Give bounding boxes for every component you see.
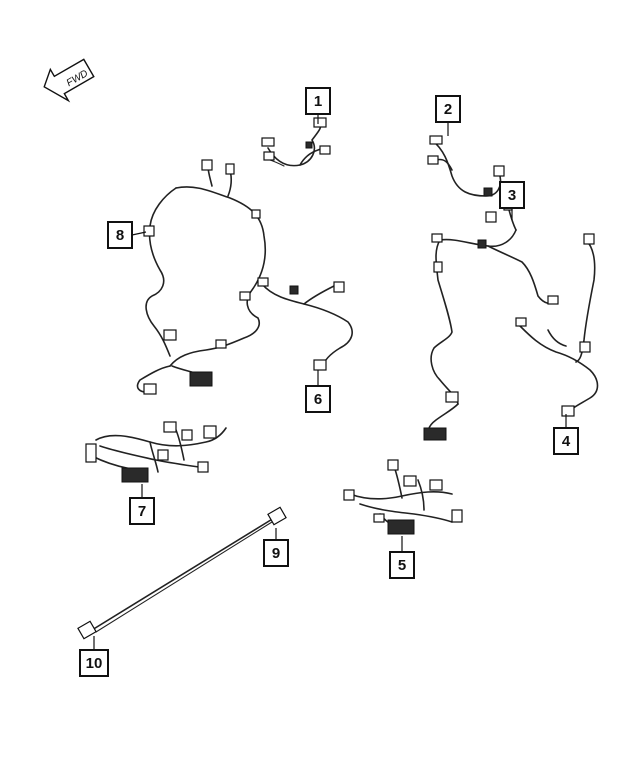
callout-3: 3 [499,181,525,220]
callout-5: 5 [389,536,415,579]
callout-8-label: 8 [116,227,124,244]
callout-5-label: 5 [398,557,406,574]
forward-arrow-icon [43,58,95,103]
callout-4: 4 [553,414,579,455]
callout-4-label: 4 [562,433,571,450]
harness-2 [427,135,505,197]
harness-1 [261,117,331,167]
harness-7 [85,421,227,483]
harness-5 [343,459,463,535]
callout-1: 1 [305,87,331,124]
harness-6 [257,277,353,371]
callout-7-label: 7 [138,503,146,520]
harness-9-10-cable [77,506,287,640]
callout-9: 9 [263,528,289,567]
callout-3-label: 3 [508,187,516,204]
callout-6: 6 [305,370,331,413]
callout-7: 7 [129,484,155,525]
fwd-orientation-indicator: FWD [43,58,95,103]
callout-10: 10 [79,636,109,677]
callout-9-label: 9 [272,545,280,562]
callout-6-label: 6 [314,391,322,408]
callout-2-label: 2 [444,101,452,118]
harness-3 [423,199,599,441]
callout-1-label: 1 [314,93,322,110]
callout-8: 8 [107,221,147,249]
callout-10-label: 10 [86,655,103,672]
callout-2: 2 [435,95,461,136]
harness-8 [136,159,267,395]
